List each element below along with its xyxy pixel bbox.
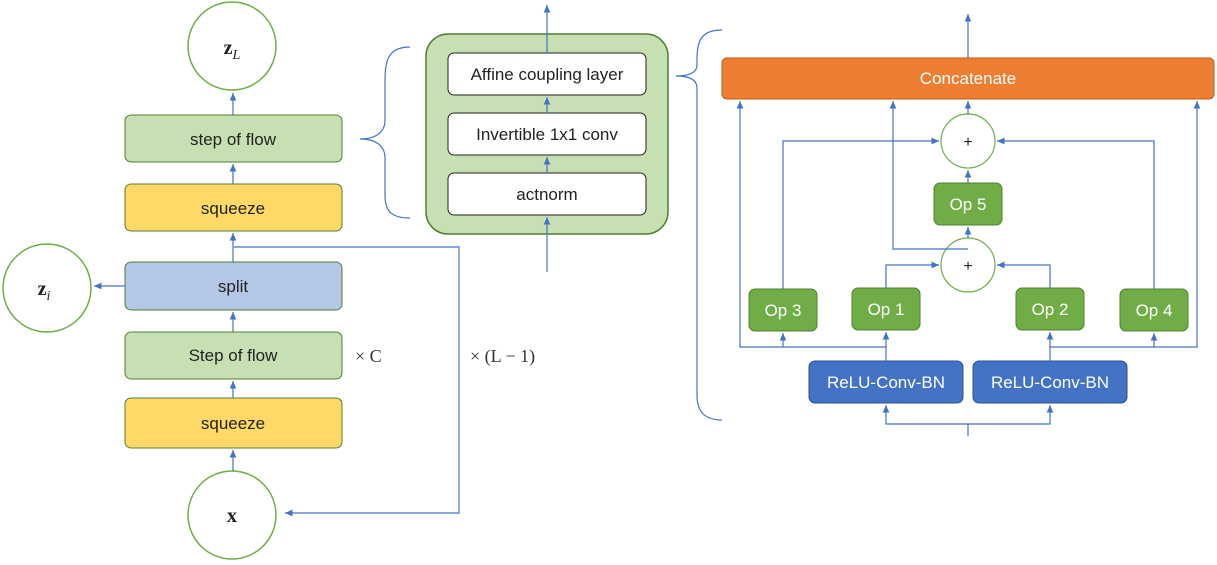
brace-cell [675, 29, 723, 421]
z-i-node: zi [2, 243, 92, 333]
step-of-flow-top-label: step of flow [190, 130, 277, 149]
squeeze-bottom-label: squeeze [201, 414, 265, 433]
z-i-symbol: z [38, 278, 47, 300]
z-i-subscript: i [47, 289, 51, 304]
plus-mid-node: + [940, 237, 996, 293]
actnorm-label: actnorm [516, 185, 577, 204]
op3-box: Op 3 [748, 288, 818, 332]
op1-box: Op 1 [851, 287, 921, 331]
x-symbol: x [227, 505, 237, 527]
op1-label: Op 1 [868, 300, 905, 319]
cell-edges [736, 14, 1201, 436]
affine-coupling-label: Affine coupling layer [471, 65, 624, 84]
relu-conv-bn-right-label: ReLU-Conv-BN [991, 373, 1109, 392]
x-node: x [187, 470, 277, 560]
op2-label: Op 2 [1032, 300, 1069, 319]
times-c-label: × C [355, 346, 382, 366]
relu-conv-bn-left-label: ReLU-Conv-BN [827, 373, 945, 392]
op5-label: Op 5 [950, 195, 987, 214]
step-of-flow-top-box: step of flow [124, 114, 343, 163]
concatenate-label: Concatenate [920, 69, 1016, 88]
z-l-symbol: z [224, 37, 233, 59]
svg-text:zi: zi [38, 278, 51, 304]
plus-top-symbol: + [963, 134, 972, 151]
invertible-conv-label: Invertible 1x1 conv [476, 125, 618, 144]
times-l-minus-1-label: × (L − 1) [470, 346, 535, 367]
squeeze-top-label: squeeze [201, 199, 265, 218]
z-l-subscript: L [232, 48, 241, 63]
left-flow-edges [94, 93, 460, 517]
split-label: split [218, 277, 249, 296]
plus-top-node: + [940, 113, 996, 169]
brace-step-of-flow [359, 46, 411, 219]
relu-conv-bn-right-box: ReLU-Conv-BN [972, 360, 1128, 404]
op4-label: Op 4 [1136, 301, 1173, 320]
affine-coupling-box: Affine coupling layer [447, 52, 647, 96]
relu-conv-bn-left-box: ReLU-Conv-BN [808, 360, 964, 404]
concatenate-box: Concatenate [721, 57, 1215, 100]
plus-mid-symbol: + [963, 258, 972, 275]
step-of-flow-box: Step of flow [124, 331, 343, 380]
invertible-conv-box: Invertible 1x1 conv [447, 112, 647, 156]
op5-box: Op 5 [933, 182, 1003, 226]
actnorm-box: actnorm [447, 172, 647, 216]
svg-text:zL: zL [224, 37, 241, 63]
split-box: split [124, 261, 343, 311]
z-l-node: zL [187, 1, 277, 91]
op2-box: Op 2 [1015, 287, 1085, 331]
op3-label: Op 3 [765, 301, 802, 320]
squeeze-bottom-box: squeeze [124, 397, 343, 449]
op4-box: Op 4 [1119, 288, 1189, 332]
step-of-flow-label: Step of flow [189, 346, 279, 365]
squeeze-top-box: squeeze [124, 183, 343, 232]
